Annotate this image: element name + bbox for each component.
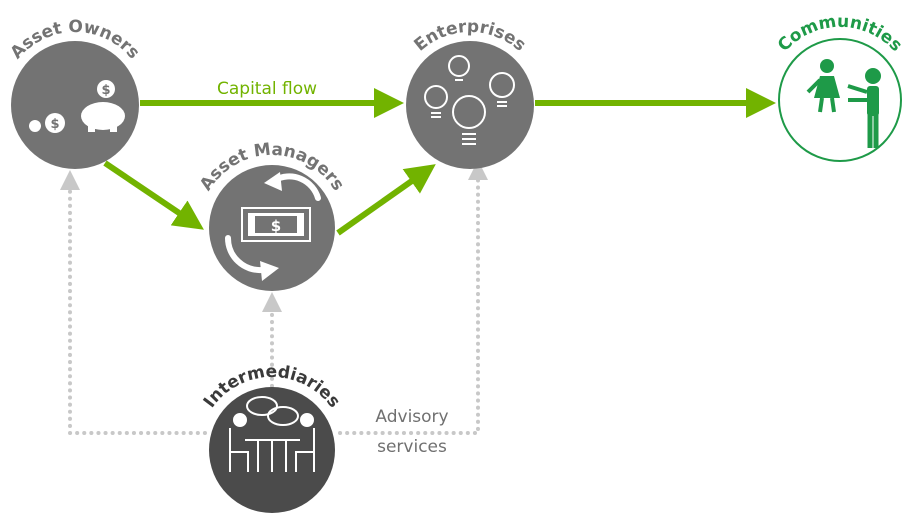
- advisory-lines: [60, 160, 488, 435]
- meeting-table-icon: [229, 396, 315, 472]
- node-asset-managers: Asset Managers $: [196, 140, 348, 291]
- capital-flow-label: Capital flow: [217, 79, 317, 99]
- people-playing-icon: [806, 59, 881, 148]
- advisory-line-to-enterprises: [338, 160, 488, 435]
- light-bulbs-icon: [424, 55, 515, 145]
- svg-text:$: $: [50, 117, 59, 132]
- advisory-line-to-asset-owners: [60, 170, 207, 435]
- advisory-label-line2: services: [377, 437, 447, 457]
- flow-owners-to-managers: [103, 160, 204, 230]
- advisory-label-line1: Advisory: [375, 407, 448, 427]
- svg-text:$: $: [101, 83, 110, 98]
- capital-flows: [103, 88, 776, 236]
- svg-text:$: $: [271, 217, 281, 235]
- node-enterprises: Enterprises: [406, 17, 534, 169]
- cash-cycle-icon: $: [224, 172, 321, 281]
- flow-managers-to-enterprises: [336, 164, 436, 236]
- node-communities: Communities: [774, 12, 906, 162]
- piggy-bank-coins-icon: $ $: [29, 80, 125, 133]
- node-asset-owners: Asset Owners $ $: [7, 17, 143, 169]
